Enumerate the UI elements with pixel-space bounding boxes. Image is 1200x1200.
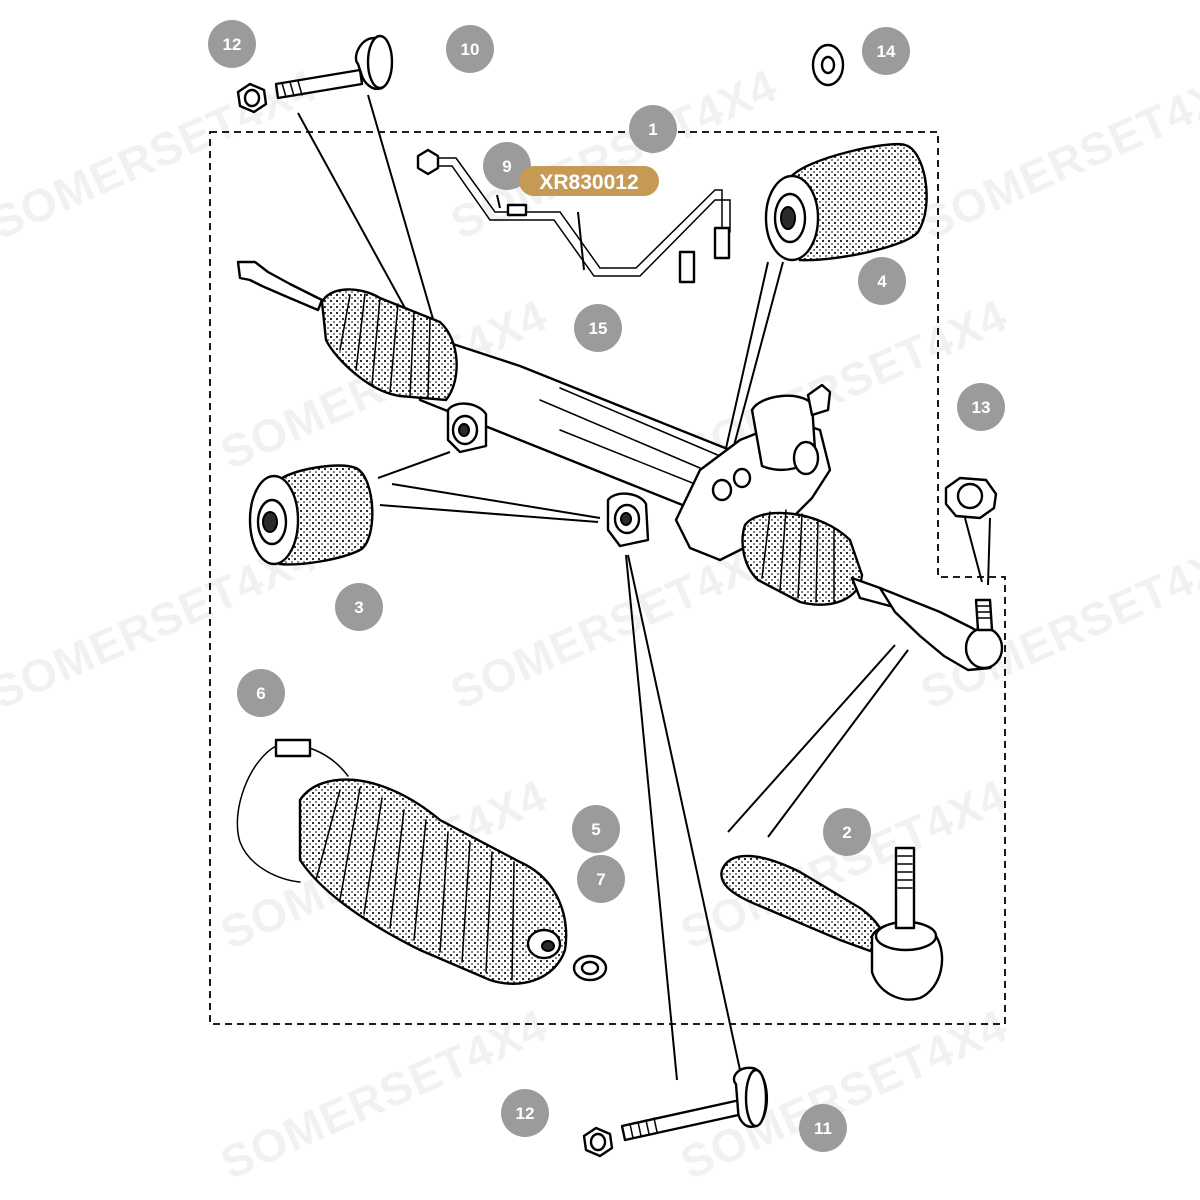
clip-part-6 [236, 738, 349, 883]
callout-4: 4 [858, 257, 906, 305]
boot-part-5 [298, 778, 568, 985]
part-number-label: XR830012 [539, 171, 638, 194]
pipes-part-9 [416, 148, 731, 284]
callout-5: 5 [572, 805, 620, 853]
washer-part-14 [811, 43, 845, 87]
nut-part-12-top [236, 82, 268, 114]
watermark: SOMERSET4X4 [213, 999, 555, 1189]
svg-text:1: 1 [648, 120, 657, 139]
bolt-part-10 [274, 34, 394, 100]
callout-12-top: 12 [208, 20, 256, 68]
nut-part-12-bottom [582, 1126, 614, 1158]
assembly-boundary [209, 131, 1006, 1025]
part-number-badge[interactable]: XR830012 [519, 166, 659, 196]
callout-12-bottom: 12 [501, 1089, 549, 1137]
callout-11: 11 [799, 1104, 847, 1152]
watermark: SOMERSET4X4 [673, 999, 1015, 1189]
track-rod-end-part-2 [720, 846, 944, 1001]
svg-text:2: 2 [842, 823, 851, 842]
callout-2: 2 [823, 808, 871, 856]
svg-text:15: 15 [589, 319, 608, 338]
watermark: SOMERSET4X4 [913, 59, 1200, 249]
bush-part-4 [764, 143, 928, 262]
nut-part-13 [944, 476, 998, 520]
watermarks: SOMERSET4X4 SOMERSET4X4 SOMERSET4X4 SOME… [0, 59, 1200, 1189]
callout-13: 13 [957, 383, 1005, 431]
svg-text:14: 14 [877, 42, 896, 61]
svg-text:3: 3 [354, 598, 363, 617]
watermark: SOMERSET4X4 [443, 529, 785, 719]
svg-text:4: 4 [877, 272, 887, 291]
callout-14: 14 [862, 27, 910, 75]
svg-text:12: 12 [223, 35, 242, 54]
callout-9: 9 [483, 142, 531, 190]
svg-text:9: 9 [502, 157, 511, 176]
callout-7: 7 [577, 855, 625, 903]
steering-rack-part-1 [236, 260, 1004, 672]
svg-text:11: 11 [814, 1119, 832, 1138]
clip-part-7 [572, 954, 608, 982]
svg-text:13: 13 [972, 398, 991, 417]
bush-part-3 [248, 464, 374, 566]
callout-15: 15 [574, 304, 622, 352]
svg-text:6: 6 [256, 684, 265, 703]
callout-10: 10 [446, 25, 494, 73]
svg-text:5: 5 [591, 820, 600, 839]
svg-text:12: 12 [516, 1104, 535, 1123]
svg-text:7: 7 [596, 870, 605, 889]
callout-3: 3 [335, 583, 383, 631]
svg-text:10: 10 [461, 40, 480, 59]
callout-1: 1 [629, 105, 677, 153]
bolt-part-11 [620, 1066, 768, 1142]
callout-6: 6 [237, 669, 285, 717]
